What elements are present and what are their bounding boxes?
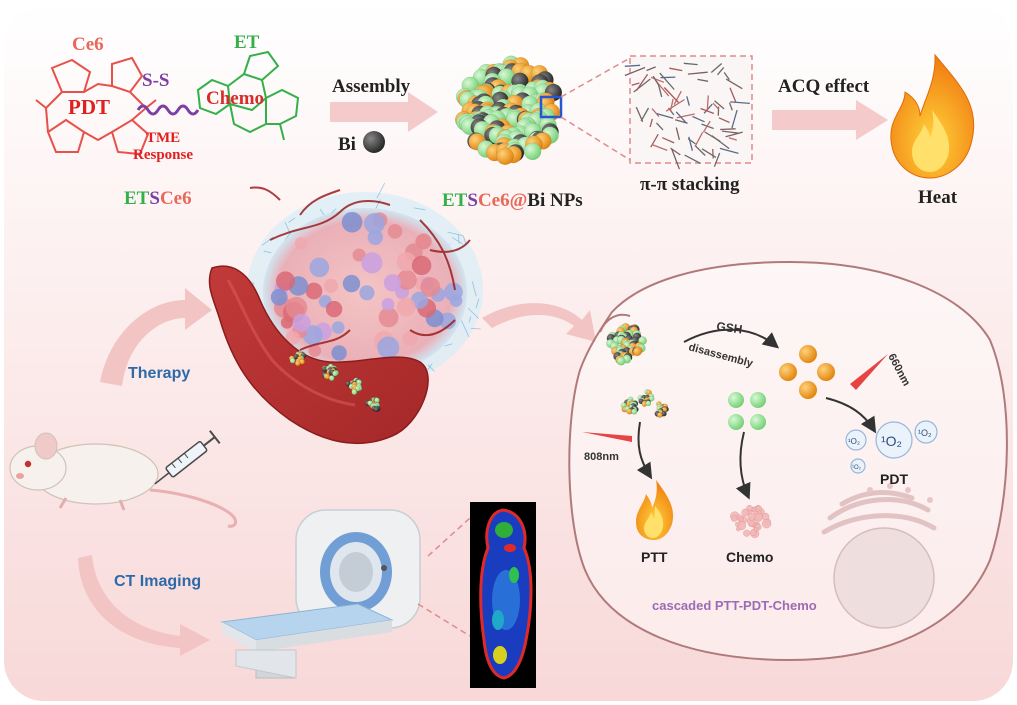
chemo-arrow: [735, 431, 751, 500]
ss-linker-wave: [136, 104, 200, 116]
therapy-arrow: [100, 288, 212, 386]
singlet-oxygen-bubbles: [845, 420, 938, 474]
heat-flame-icon: [890, 53, 975, 179]
stacking-label: π-π stacking: [640, 174, 740, 195]
uptake-arrow: [482, 303, 596, 342]
stacking-molecular-lines: [624, 62, 750, 170]
tme-label-line2: Response: [133, 147, 193, 163]
chemo-damage-cluster: [730, 504, 772, 539]
assembly-label: Assembly: [332, 76, 411, 97]
ptt-flame-icon: [636, 480, 674, 540]
ct-zoom-line-bottom: [417, 603, 471, 637]
vessel-nanoparticles: [288, 350, 381, 413]
tumor-vasculature: [247, 182, 483, 392]
et-chemo-structure: [196, 50, 300, 141]
golgi-apparatus: [821, 490, 937, 535]
singlet-oxygen-small-1: ¹O₂: [848, 437, 860, 446]
zoom-line-bottom: [560, 116, 631, 161]
syringe-icon: [154, 430, 221, 485]
assembly-arrow: [330, 92, 438, 132]
internalized-nanoparticle: [606, 322, 647, 366]
nanoparticle-name: ETSCe6@Bi NPs: [442, 190, 583, 211]
bi-label: Bi: [338, 134, 356, 155]
et-label: ET: [234, 32, 260, 53]
ptt-arrow: [636, 421, 653, 480]
laser-660-beam: [850, 354, 888, 390]
ce6-label: Ce6: [72, 34, 104, 55]
acq-label: ACQ effect: [778, 76, 870, 97]
heat-label: Heat: [918, 187, 958, 208]
laser-808-beam: [582, 432, 632, 442]
ct-imaging-arrow: [78, 555, 210, 656]
ct-scan-mouse-shape: [479, 508, 533, 680]
ce6-particles: [779, 345, 835, 399]
cascade-label: cascaded PTT-PDT-Chemo: [652, 598, 817, 613]
ct-imaging-label: CT Imaging: [114, 573, 201, 590]
mouse-illustration: [9, 432, 237, 528]
small-nanoparticles: [620, 389, 669, 418]
singlet-oxygen-large: ¹O₂: [881, 433, 902, 449]
ptt-label: PTT: [641, 549, 668, 565]
gsh-label: GSH: [716, 319, 744, 336]
golgi-vesicles: [867, 483, 933, 503]
singlet-oxygen-small-3: ¹O₂: [852, 465, 862, 471]
compound-name: ETSCe6: [124, 188, 192, 209]
laser-808-label: 808nm: [584, 451, 619, 463]
cell-nucleus: [833, 527, 935, 629]
cell-pdt-label: PDT: [880, 471, 908, 487]
tme-label-line1: TME: [146, 130, 180, 146]
therapy-label: Therapy: [128, 365, 190, 382]
bi-particle: [363, 131, 385, 153]
gsh-arrow: [683, 328, 780, 349]
zoom-line-top: [560, 57, 631, 98]
cell-chemo-label: Chemo: [726, 549, 773, 565]
pdt-arrow: [825, 397, 877, 434]
zoom-box: [539, 95, 563, 119]
acq-arrow: [772, 100, 888, 140]
chemo-label: Chemo: [206, 88, 264, 109]
singlet-oxygen-small-2: ¹O₂: [918, 428, 932, 438]
ce6-porphyrin-structure: [35, 56, 157, 156]
ss-label: S-S: [142, 70, 169, 91]
pdt-label: PDT: [68, 95, 110, 119]
et-particles: [728, 392, 766, 430]
ct-scanner-illustration: [220, 509, 421, 679]
